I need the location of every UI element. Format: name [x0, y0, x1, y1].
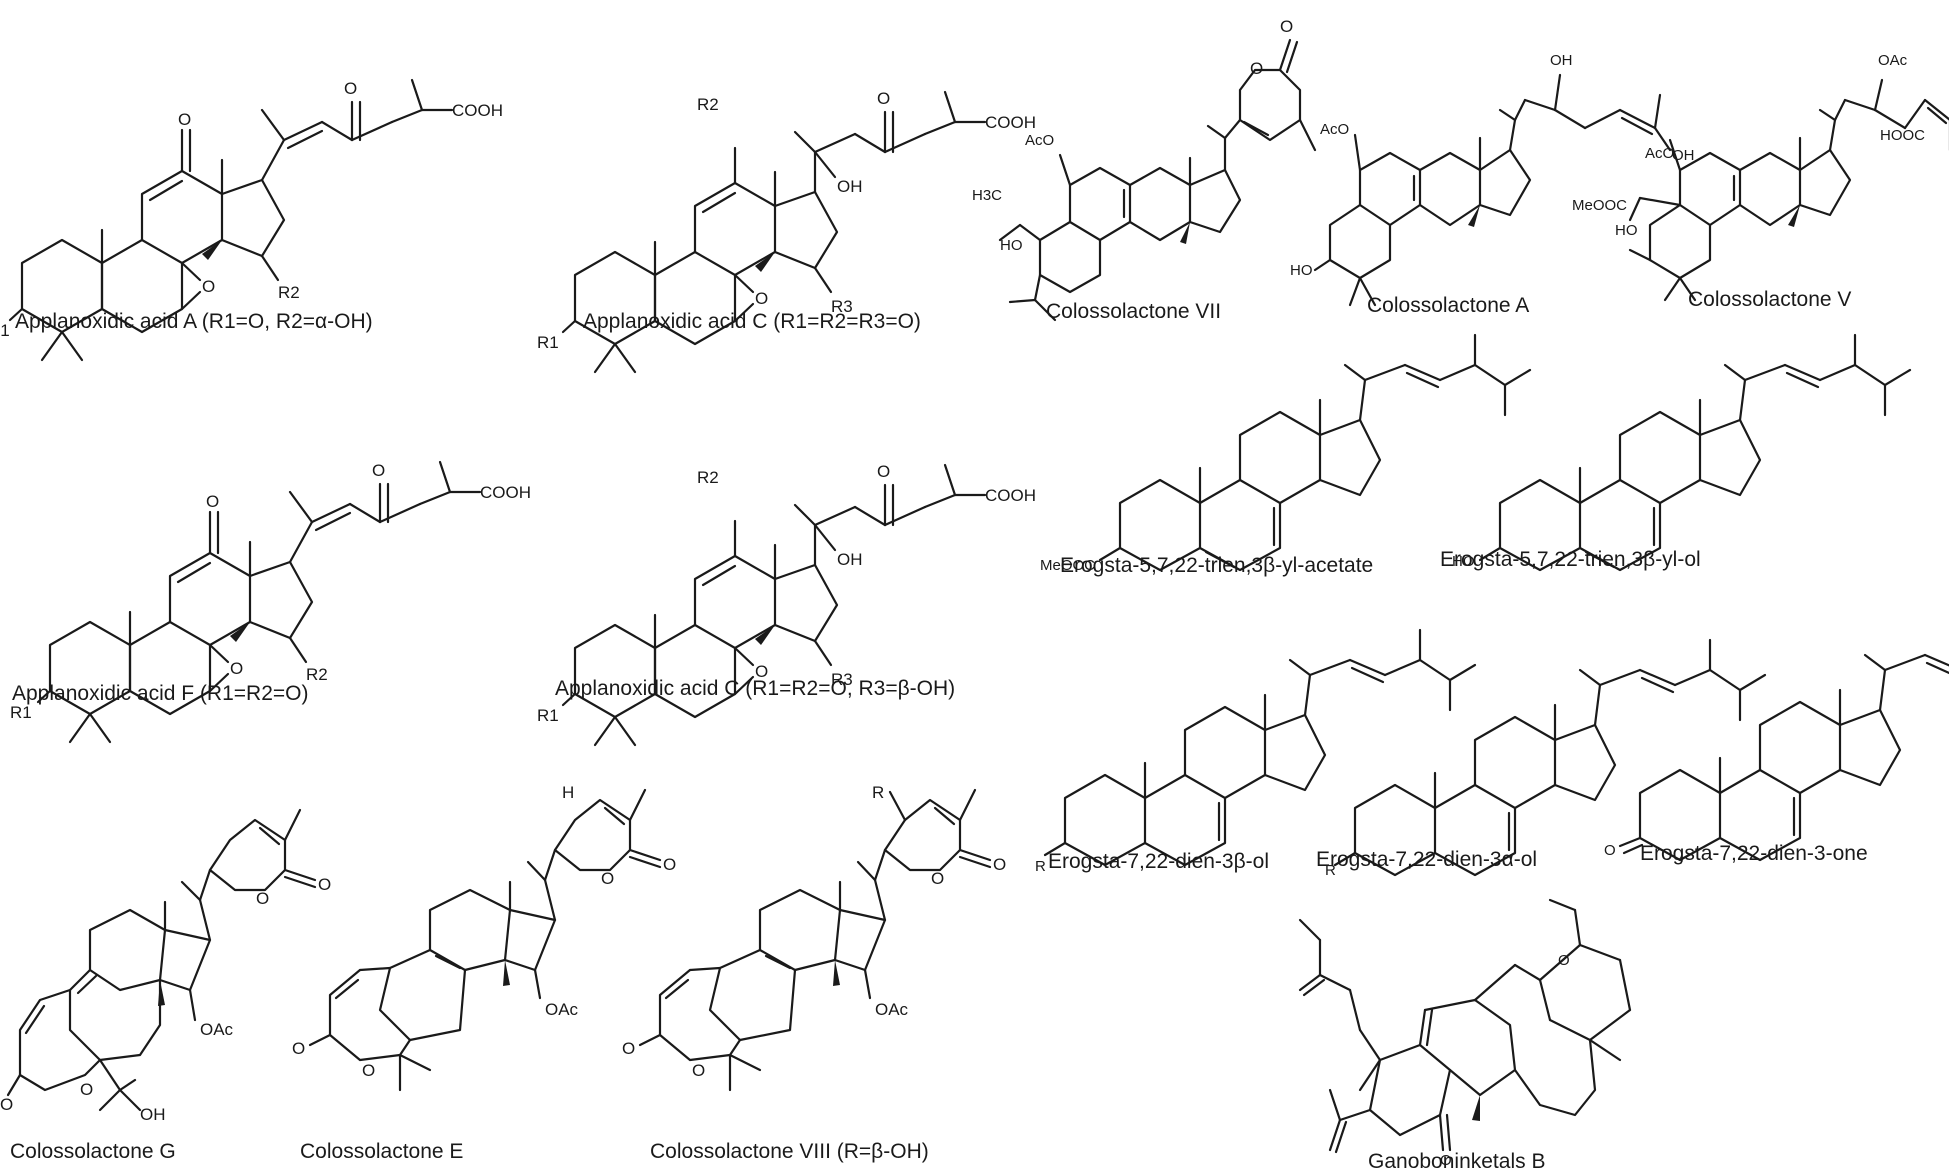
- caption-applanoxidic-acid-f: Applanoxidic acid F (R1=R2=O): [12, 682, 308, 705]
- compound-colossolactone-a: OH OH AcO HO: [1290, 52, 1695, 307]
- lactone-o2-label: O: [362, 1061, 375, 1080]
- ho-label: HO: [1452, 553, 1475, 570]
- r2-label: R2: [306, 665, 328, 684]
- lactone-o-label: O: [993, 855, 1006, 874]
- r1-label: R1: [537, 333, 559, 352]
- ring-o-label: O: [1250, 59, 1263, 78]
- caption-erogsta-trien-acetate: Erogsta-5,7,22-trien,3β-yl-acetate: [1060, 554, 1373, 577]
- caption-applanoxidic-acid-a: Applanoxidic acid A (R1=O, R2=α-OH): [15, 310, 373, 333]
- compound-colossolactone-viii: O O R OAc O O: [622, 783, 1006, 1092]
- side-chain-keto-label: O: [344, 79, 357, 98]
- lactone-o2-label: O: [80, 1080, 93, 1099]
- r2-label: R2: [278, 283, 300, 302]
- caption-applanoxidic-acid-c-2: Applanoxidic acid C (R1=R2=O, R3=β-OH): [555, 677, 955, 700]
- side-chain-keto-label: O: [372, 461, 385, 480]
- caption-colossolactone-a: Colossolactone A: [1367, 294, 1529, 317]
- compound-applanoxidic-acid-a: O O O COOH R2 R1: [0, 78, 503, 362]
- oh-top-label: OH: [1550, 52, 1573, 69]
- ho-label: HO: [1000, 237, 1023, 254]
- keto-label: O: [178, 110, 191, 129]
- cooh-label: COOH: [985, 113, 1036, 132]
- cooh-label: COOH: [480, 483, 531, 502]
- keto-o-label: O: [622, 1039, 635, 1058]
- compound-applanoxidic-acid-f: O O O COOH R2 R1: [10, 460, 531, 744]
- oh-label: OH: [837, 177, 863, 196]
- epoxide-label: O: [202, 277, 215, 296]
- caption-ganoboninketals-b: Ganoboninketals B: [1368, 1150, 1545, 1173]
- caption-colossolactone-g: Colossolactone G: [10, 1140, 176, 1163]
- compound-erogsta-dien-3-one: O: [1604, 623, 1949, 862]
- r-label: R: [1325, 862, 1336, 879]
- r-label: R: [872, 783, 884, 802]
- caption-erogsta-trien-ol: Erogsta-5,7,22-trien,3β-yl-ol: [1440, 548, 1701, 571]
- lactone-o-label: O: [318, 875, 331, 894]
- o-label: O: [1604, 842, 1616, 859]
- lactone-o-label: O: [663, 855, 676, 874]
- r1-label: R1: [0, 321, 10, 340]
- h3c-label: H3C: [972, 187, 1002, 204]
- epoxide-label: O: [755, 662, 768, 681]
- compound-colossolactone-v: OAc HOOC AcO MeOOC HO: [1572, 52, 1949, 302]
- compound-erogsta-trien-ol: HO: [1452, 333, 1912, 572]
- caption-colossolactone-v: Colossolactone V: [1688, 288, 1851, 311]
- caption-erogsta-dien-3b-ol: Erogsta-7,22-dien-3β-ol: [1048, 850, 1269, 873]
- oac-label: OAc: [875, 1000, 909, 1019]
- r3-label: R3: [831, 297, 853, 316]
- ho-label: HO: [1615, 222, 1638, 239]
- oh-label: OH: [140, 1105, 166, 1124]
- r1-label: R1: [10, 703, 32, 722]
- compound-applanoxidic-acid-c-1: R2 O OH O COOH R3 R1: [537, 89, 1036, 374]
- cooh-label: COOH: [452, 101, 503, 120]
- compound-erogsta-dien-3a-ol: R: [1325, 638, 1767, 879]
- keto-o-label: O: [292, 1039, 305, 1058]
- keto-label: O: [206, 492, 219, 511]
- caption-colossolactone-viii: Colossolactone VIII (R=β-OH): [650, 1140, 929, 1163]
- ketal-o-label: O: [1558, 952, 1570, 969]
- hooc-label: HOOC: [1880, 127, 1925, 144]
- compound-erogsta-trien-acetate: MeOOC: [1040, 333, 1532, 574]
- meooc-label: MeOOC: [1040, 557, 1095, 574]
- ring-o-label: O: [931, 869, 944, 888]
- r1-label: R1: [537, 706, 559, 725]
- keto-label: O: [877, 462, 890, 481]
- caption-colossolactone-e: Colossolactone E: [300, 1140, 463, 1163]
- meooc-label: MeOOC: [1572, 197, 1627, 214]
- r-label: R: [1035, 858, 1046, 875]
- r2-label: R2: [697, 95, 719, 114]
- aco-label: AcO: [1645, 145, 1674, 162]
- epoxide-label: O: [230, 659, 243, 678]
- caption-erogsta-dien-3a-ol: Erogsta-7,22-dien-3α-ol: [1316, 848, 1537, 871]
- compound-applanoxidic-acid-c-2: R2 O OH O COOH R3 R1: [537, 462, 1036, 747]
- caption-applanoxidic-acid-c-1: Applanoxidic acid C (R1=R2=R3=O): [583, 310, 921, 333]
- caption-colossolactone-vii: Colossolactone VII: [1046, 300, 1221, 323]
- compound-colossolactone-e: O O H OAc O O: [292, 783, 676, 1092]
- ho-label: HO: [1290, 262, 1313, 279]
- ring-o-label: O: [601, 869, 614, 888]
- keto-o-label: O: [0, 1095, 13, 1114]
- oac-label: OAc: [1878, 52, 1908, 69]
- oac-label: OAc: [200, 1020, 234, 1039]
- o-bottom-label: O: [1440, 1152, 1452, 1169]
- epoxide-label: O: [755, 289, 768, 308]
- oac-label: OAc: [545, 1000, 579, 1019]
- lactone-o-label: O: [1280, 17, 1293, 36]
- ring-o-label: O: [256, 889, 269, 908]
- caption-erogsta-dien-3-one: Erogsta-7,22-dien-3-one: [1640, 842, 1868, 865]
- compound-erogsta-dien-3b-ol: R: [1035, 628, 1477, 875]
- cooh-label: COOH: [985, 486, 1036, 505]
- keto-label: O: [877, 89, 890, 108]
- compound-colossolactone-vii: O O AcO H3C HO: [972, 17, 1317, 322]
- r2-label: R2: [697, 468, 719, 487]
- compound-colossolactone-g: O O OAc O O OH: [0, 808, 331, 1124]
- lactone-o2-label: O: [692, 1061, 705, 1080]
- aco-label: AcO: [1320, 121, 1349, 138]
- compound-ganoboninketals-b: O O: [1298, 898, 1632, 1169]
- oh-label: OH: [837, 550, 863, 569]
- h-label: H: [562, 783, 574, 802]
- r3-label: R3: [831, 670, 853, 689]
- aco-label: AcO: [1025, 132, 1054, 149]
